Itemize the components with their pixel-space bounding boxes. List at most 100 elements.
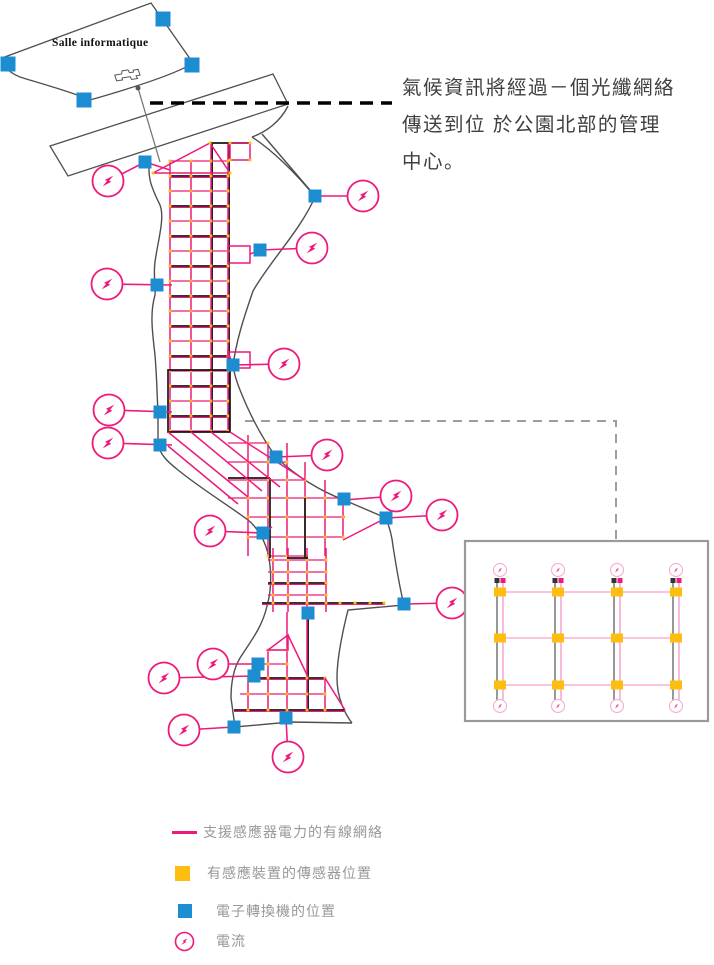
- sensor-node-dot: [189, 174, 193, 178]
- sensor-node-dot: [168, 189, 172, 193]
- sensor-node-dot: [226, 414, 230, 418]
- sensor-node-dot: [246, 496, 250, 500]
- sensor-node-dot: [285, 692, 289, 696]
- lightning-bolt-icon: [673, 703, 679, 709]
- sensor-node-dot: [168, 219, 172, 223]
- sensor-node-dot: [189, 189, 193, 193]
- sensor-node-dot: [226, 324, 230, 328]
- building-label: Salle informatique: [52, 37, 149, 49]
- sensor-node-dot: [226, 309, 230, 313]
- inset-sensor-square: [552, 633, 564, 643]
- converter-square: [150, 278, 164, 292]
- converter-square: [138, 155, 152, 169]
- sensor-node-dot: [271, 581, 275, 585]
- sensor-node-dot: [266, 692, 270, 696]
- sensor-node-dot: [285, 515, 289, 519]
- sensor-node-dot: [266, 478, 270, 482]
- sensor-node-dot: [305, 692, 309, 696]
- lightning-bolt-icon: [436, 509, 448, 521]
- sensor-node-dot: [271, 570, 275, 574]
- inset-sensor-square: [670, 680, 682, 690]
- sensor-node-dot: [341, 535, 345, 539]
- sensor-node-dot: [209, 414, 213, 418]
- current-circle: [193, 514, 227, 548]
- sensor-node-dot: [209, 189, 213, 193]
- inset-sensor-square: [670, 587, 682, 597]
- sensor-node-dot: [168, 369, 172, 373]
- current-circle: [167, 713, 201, 747]
- grid-pink-path: [167, 431, 249, 498]
- sensor-node-dot: [226, 189, 230, 193]
- converter-square: [301, 606, 315, 620]
- sensor-node-dot: [209, 309, 213, 313]
- sensor-node-dot: [305, 593, 309, 597]
- current-circle: [92, 393, 126, 427]
- annotation-line-1: 氣候資訊將經過－個光纖網絡: [402, 77, 676, 99]
- sensor-node-dot: [209, 234, 213, 238]
- grid-pink-path: [210, 431, 281, 488]
- inset-cap-pink: [676, 578, 682, 583]
- sensor-node-dot: [168, 159, 172, 163]
- converter-square: [247, 669, 261, 683]
- connector-dot: [135, 85, 141, 91]
- grid-pink-path: [167, 445, 239, 505]
- sensor-node-dot: [189, 219, 193, 223]
- lightning-bolt-icon: [497, 567, 503, 573]
- wire-grid: [234, 612, 345, 718]
- lightning-bolt-icon: [673, 567, 679, 573]
- inset-detail: [463, 539, 710, 723]
- sensor-node-dot: [168, 279, 172, 283]
- lightning-bolt-icon: [321, 449, 333, 461]
- grid-pink-path: [287, 634, 309, 678]
- sensor-node-dot: [285, 708, 289, 712]
- sensor-node-dot: [226, 399, 230, 403]
- converter-square: [226, 358, 240, 372]
- inset-current-icon: [609, 562, 625, 578]
- lightning-bolt-icon: [103, 404, 115, 416]
- sensor-node-dot: [286, 581, 290, 585]
- sensor-node-dot: [324, 601, 328, 605]
- sensor-node-dot: [226, 174, 230, 178]
- sensor-node-dot: [324, 570, 328, 574]
- sensor-node-dot: [266, 676, 270, 680]
- sensor-node-dot: [266, 708, 270, 712]
- inset-callout-dashed-line: [245, 420, 617, 541]
- sensor-node-dot: [209, 369, 213, 373]
- sensor-node-dot: [305, 570, 309, 574]
- grid-pink-path: [324, 677, 346, 711]
- sensor-node-dot: [305, 581, 309, 585]
- sensor-node-dot: [209, 159, 213, 163]
- sensor-node-dot: [209, 399, 213, 403]
- grid-pink-path: [265, 633, 289, 651]
- sensor-node-dot: [189, 414, 193, 418]
- lightning-bolt-icon: [282, 751, 294, 763]
- sensor-node-dot: [226, 339, 230, 343]
- inset-current-icon: [609, 698, 625, 714]
- sensor-node-dot: [285, 478, 289, 482]
- converter-square: [184, 57, 200, 73]
- sensor-node-dot: [271, 593, 275, 597]
- sensor-node-dot: [248, 141, 252, 145]
- sensor-node-dot: [353, 601, 357, 605]
- sensor-node-dot: [168, 174, 172, 178]
- grid-pink-path: [152, 142, 232, 174]
- sensor-node-dot: [168, 339, 172, 343]
- current-circle: [90, 267, 124, 301]
- sensor-node-dot: [323, 692, 327, 696]
- sensor-node-dot: [168, 294, 172, 298]
- converter-square: [153, 438, 167, 452]
- lightning-bolt-icon: [102, 175, 114, 187]
- sensor-node-dot: [189, 309, 193, 313]
- current-circle: [346, 179, 380, 213]
- sensor-node-dot: [286, 570, 290, 574]
- inset-cap-dark: [494, 578, 500, 583]
- grid-pink-path: [229, 431, 306, 481]
- lightning-bolt-icon: [178, 724, 190, 736]
- sensor-node-dot: [168, 249, 172, 253]
- sensor-node-dot: [341, 515, 345, 519]
- lightning-bolt-icon: [158, 672, 170, 684]
- sensor-node-dot: [168, 324, 172, 328]
- sensor-node-dot: [168, 354, 172, 358]
- inset-cap-dark: [552, 578, 558, 583]
